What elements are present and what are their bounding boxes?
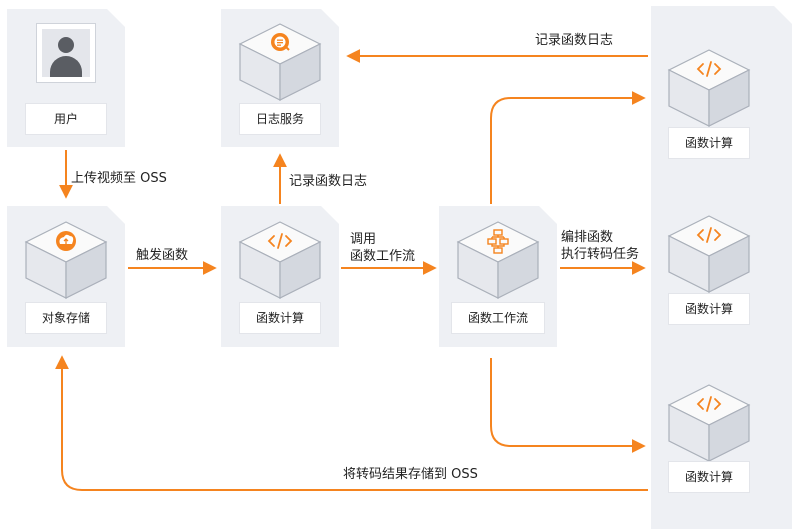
orchestrate-label-line2: 执行转码任务 — [561, 247, 640, 262]
fc-main-label: 函数计算 — [239, 302, 321, 334]
workflow-to-fc1-arrow — [490, 91, 646, 204]
fc-right-label-3: 函数计算 — [668, 461, 750, 493]
user-label: 用户 — [25, 103, 107, 135]
function-compute-icon — [667, 215, 751, 293]
store-result-label: 将转码结果存储到 OSS — [343, 467, 478, 482]
log-service-label: 日志服务 — [239, 103, 321, 135]
workflow-icon — [456, 221, 540, 299]
oss-label: 对象存储 — [25, 302, 107, 334]
store-result-arrow — [55, 355, 648, 491]
workflow-to-fc3-arrow — [490, 358, 646, 453]
user-avatar-icon — [36, 23, 96, 83]
orchestrate-label-line1: 编排函数 — [561, 230, 614, 245]
record-log-label: 记录函数日志 — [289, 174, 368, 189]
call-label-line1: 调用 — [350, 232, 377, 247]
record-log-top-label: 记录函数日志 — [535, 33, 614, 48]
log-service-icon — [238, 23, 322, 101]
fc-right-label-1: 函数计算 — [668, 127, 750, 159]
function-compute-icon — [238, 221, 322, 299]
function-compute-icon — [667, 384, 751, 462]
function-compute-icon — [667, 49, 751, 127]
upload-label: 上传视频至 OSS — [71, 171, 167, 186]
trigger-label: 触发函数 — [136, 248, 189, 263]
call-label-line2: 函数工作流 — [350, 249, 416, 264]
object-storage-icon — [24, 221, 108, 299]
fc-right-label-2: 函数计算 — [668, 293, 750, 325]
workflow-label: 函数工作流 — [451, 302, 545, 334]
